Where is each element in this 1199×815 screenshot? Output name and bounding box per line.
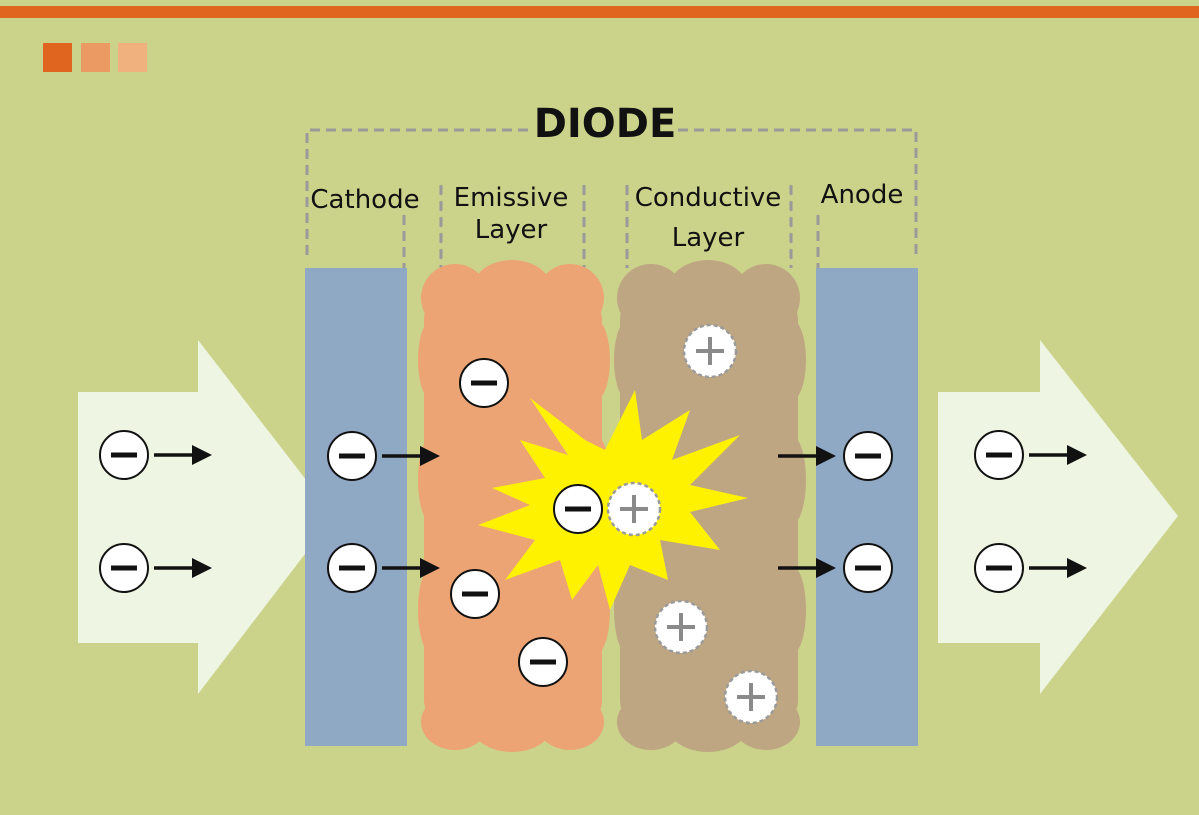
emissive-label-line1: Emissive bbox=[454, 183, 569, 213]
conductive-label-line1: Conductive bbox=[635, 183, 782, 213]
electron-icon bbox=[843, 431, 893, 481]
anode-plate bbox=[816, 268, 918, 746]
input-flow-arrow bbox=[78, 340, 334, 694]
electron-icon bbox=[974, 543, 1024, 593]
hole-icon bbox=[723, 669, 779, 725]
electron-icon bbox=[99, 430, 149, 480]
output-flow-arrow bbox=[938, 340, 1178, 694]
electron-icon bbox=[459, 358, 509, 408]
electron-icon bbox=[450, 569, 500, 619]
top-bar bbox=[0, 6, 1199, 18]
cathode-label: Cathode bbox=[310, 185, 419, 215]
electron-icon bbox=[327, 543, 377, 593]
accent-square-1 bbox=[43, 43, 72, 72]
electron-icon bbox=[99, 543, 149, 593]
electron-icon bbox=[553, 484, 603, 534]
conductive-label-line2: Layer bbox=[672, 223, 745, 253]
electron-icon bbox=[843, 543, 893, 593]
hole-icon bbox=[653, 599, 709, 655]
electron-icon bbox=[974, 430, 1024, 480]
accent-square-3 bbox=[118, 43, 147, 72]
diagram-title: DIODE bbox=[534, 101, 677, 147]
diode-bracket bbox=[305, 128, 918, 268]
hole-icon bbox=[682, 323, 738, 379]
accent-square-2 bbox=[81, 43, 110, 72]
electron-icon bbox=[518, 637, 568, 687]
anode-label: Anode bbox=[821, 180, 904, 210]
emissive-label-line2: Layer bbox=[475, 215, 548, 245]
electron-icon bbox=[327, 431, 377, 481]
cathode-plate bbox=[305, 268, 407, 746]
hole-icon bbox=[606, 481, 662, 537]
